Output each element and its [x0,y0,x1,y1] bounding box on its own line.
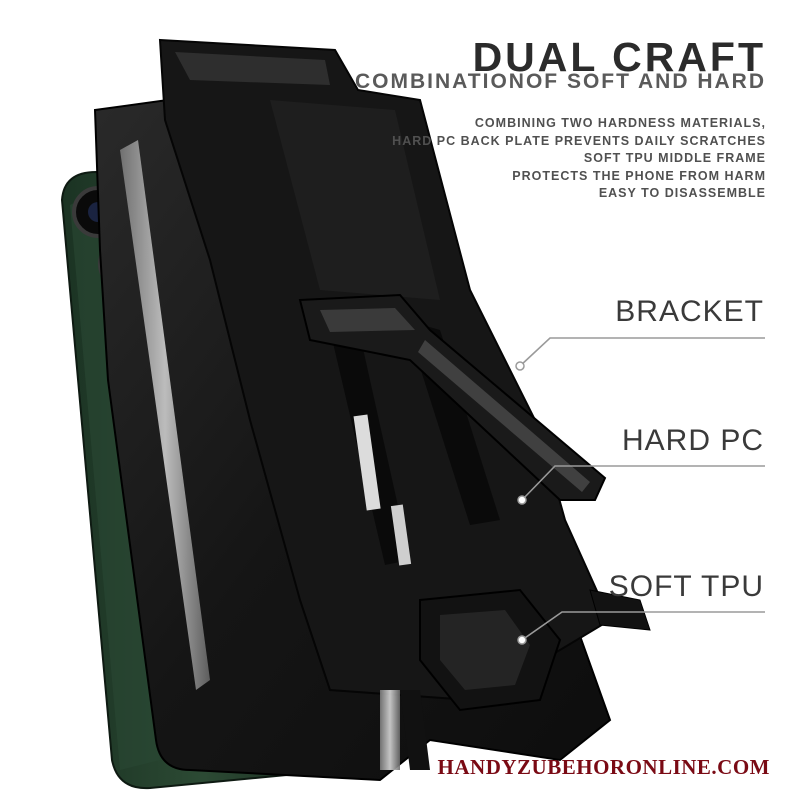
bracket-kickstand [298,293,607,501]
description-line: HARD PC BACK PLATE PREVENTS DAILY SCRATC… [392,133,766,148]
bottom-detail [380,588,651,770]
description-line: SOFT TPU MIDDLE FRAME [583,151,766,165]
watermark-text: HANDYZUBEHORONLINE.COM [437,755,770,779]
callout-lines [519,337,765,641]
description-line: PROTECTS THE PHONE FROM HARM [512,168,766,183]
hard-pc-plate [158,38,612,702]
page-title: DUAL CRAFT [472,34,766,80]
description-block: COMBINING TWO HARDNESS MATERIALS, HARD P… [326,115,766,203]
callout-bracket-label: BRACKET [615,295,764,328]
description-line: COMBINING TWO HARDNESS MATERIALS, [474,116,766,130]
callout-hard-pc-label: HARD PC [621,424,764,457]
callout-dots [515,361,527,645]
callout-soft-tpu-label: SOFT TPU [608,570,764,603]
page-subtitle: COMBINATIONOF SOFT AND HARD [355,70,766,93]
description-line: EASY TO DISASSEMBLE [598,186,766,200]
